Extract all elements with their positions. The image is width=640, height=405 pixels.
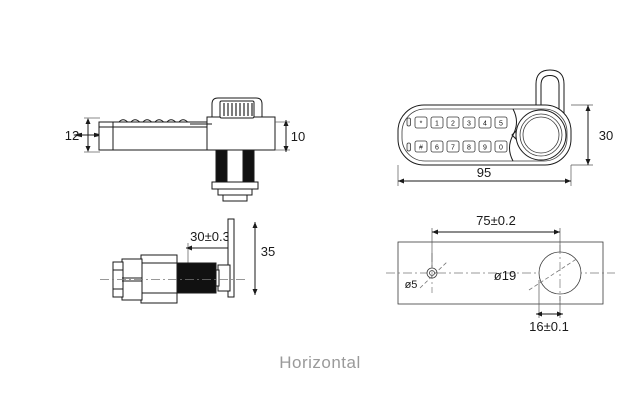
key-6[interactable]: 6	[430, 140, 444, 153]
dimension-label-35: 35	[261, 244, 275, 259]
dimension-label-o5: ø5	[405, 279, 418, 291]
dimension-35: 35	[252, 222, 275, 295]
key-3[interactable]: 3	[462, 116, 476, 129]
caption-divider: Horizontal	[60, 353, 620, 372]
dimension-30-tol: 30±0.3	[186, 219, 234, 268]
key-4[interactable]: 4	[478, 116, 492, 129]
dimension-label-12: 12	[65, 128, 79, 143]
leader-o19	[528, 257, 579, 291]
drilling-template-view: ø5 ø19 75±0.2 16±0.1	[386, 213, 615, 334]
svg-text:4: 4	[483, 121, 487, 128]
key-2[interactable]: 2	[446, 116, 460, 129]
svg-text:2: 2	[451, 121, 455, 128]
rotary-knob-front	[511, 109, 567, 161]
key-5[interactable]: 5	[494, 116, 508, 129]
svg-text:1: 1	[435, 121, 439, 128]
key-9[interactable]: 9	[478, 140, 492, 153]
svg-text:*: *	[420, 121, 423, 128]
key-7[interactable]: 7	[446, 140, 460, 153]
key-hash[interactable]: #	[414, 140, 428, 153]
key-star[interactable]: *	[414, 116, 428, 129]
keypad-buttons-profile	[117, 119, 190, 123]
led-indicators	[406, 117, 411, 152]
dimension-label-16-tol: 16±0.1	[529, 319, 569, 334]
dimension-label-10: 10	[291, 129, 305, 144]
svg-text:9: 9	[483, 145, 487, 152]
dimension-16-tol: 16±0.1	[529, 280, 569, 334]
dimension-label-95: 95	[477, 165, 491, 180]
svg-text:7: 7	[451, 145, 455, 152]
caption-label: Horizontal	[279, 353, 361, 372]
side-profile-view: 12	[65, 97, 305, 202]
svg-text:5: 5	[499, 121, 503, 128]
rotary-knob-profile	[190, 97, 263, 125]
key-0[interactable]: 0	[494, 140, 508, 153]
svg-text:0: 0	[499, 145, 503, 152]
keypad-row-top: * 1 2 3 4 5	[414, 116, 508, 129]
svg-text:8: 8	[467, 145, 471, 152]
key-8[interactable]: 8	[462, 140, 476, 153]
keypad-front-view: * 1 2 3 4 5	[397, 69, 613, 186]
keypad-row-bottom: # 6 7 8 9 0	[414, 140, 508, 153]
svg-text:#: #	[419, 145, 423, 152]
dimension-12: 12	[65, 117, 103, 153]
cam-lock-body-view: 30±0.3 35	[100, 218, 275, 304]
dimension-75-tol: 75±0.2	[431, 213, 561, 268]
dimension-10: 10	[275, 120, 305, 152]
dimension-95: 95	[397, 165, 572, 186]
threaded-shaft-profile	[211, 149, 259, 202]
dimension-30: 30	[571, 104, 613, 166]
svg-text:6: 6	[435, 145, 439, 152]
svg-text:3: 3	[467, 121, 471, 128]
key-1[interactable]: 1	[430, 116, 444, 129]
dimension-label-30-tol: 30±0.3	[190, 229, 230, 244]
dimension-label-75-tol: 75±0.2	[476, 213, 516, 228]
dimension-label-o19: ø19	[494, 268, 516, 283]
large-hole-o19: ø19	[494, 245, 582, 301]
dimension-label-30: 30	[599, 128, 613, 143]
